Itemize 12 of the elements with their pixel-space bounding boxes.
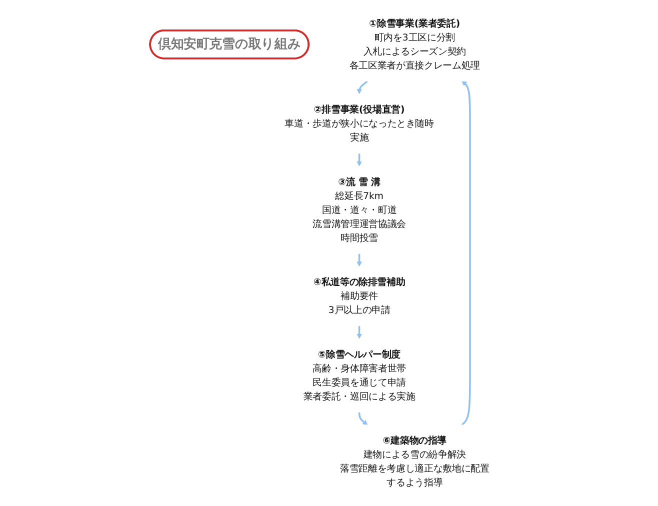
node-text: ⑥建築物の指導 建物による雪の紛争解決 落雪距離を考慮し適正な敷地に配置するよう指導: [340, 434, 490, 488]
arrow: [356, 254, 362, 267]
arrow: [356, 326, 362, 339]
arrow: [358, 412, 368, 426]
node-text: ④私道等の除排雪補助 補助要件 3戸以上の申請: [313, 276, 406, 316]
node-text: ①除雪事業(業者委託) 町内を3工区に分割 入札によるシーズン契約 各工区業者が直接クレーム処理: [349, 18, 480, 71]
node-text: ②排雪事業(役場直営) 車道・歩道が狭小になったとき随時実施: [284, 104, 434, 143]
arrow: [461, 80, 471, 426]
arrow: [356, 80, 368, 94]
arrow: [356, 153, 362, 166]
node-text: ⑤除雪ヘルパー制度 高齢・身体障害者世帯 民生委員を通じて申請 業者委託・巡回による実施: [303, 348, 416, 402]
node-text: ③流 雪 溝 総延長7km 国道・道々・町道 流雪溝管理運営協議会 時間投雪: [312, 176, 406, 244]
